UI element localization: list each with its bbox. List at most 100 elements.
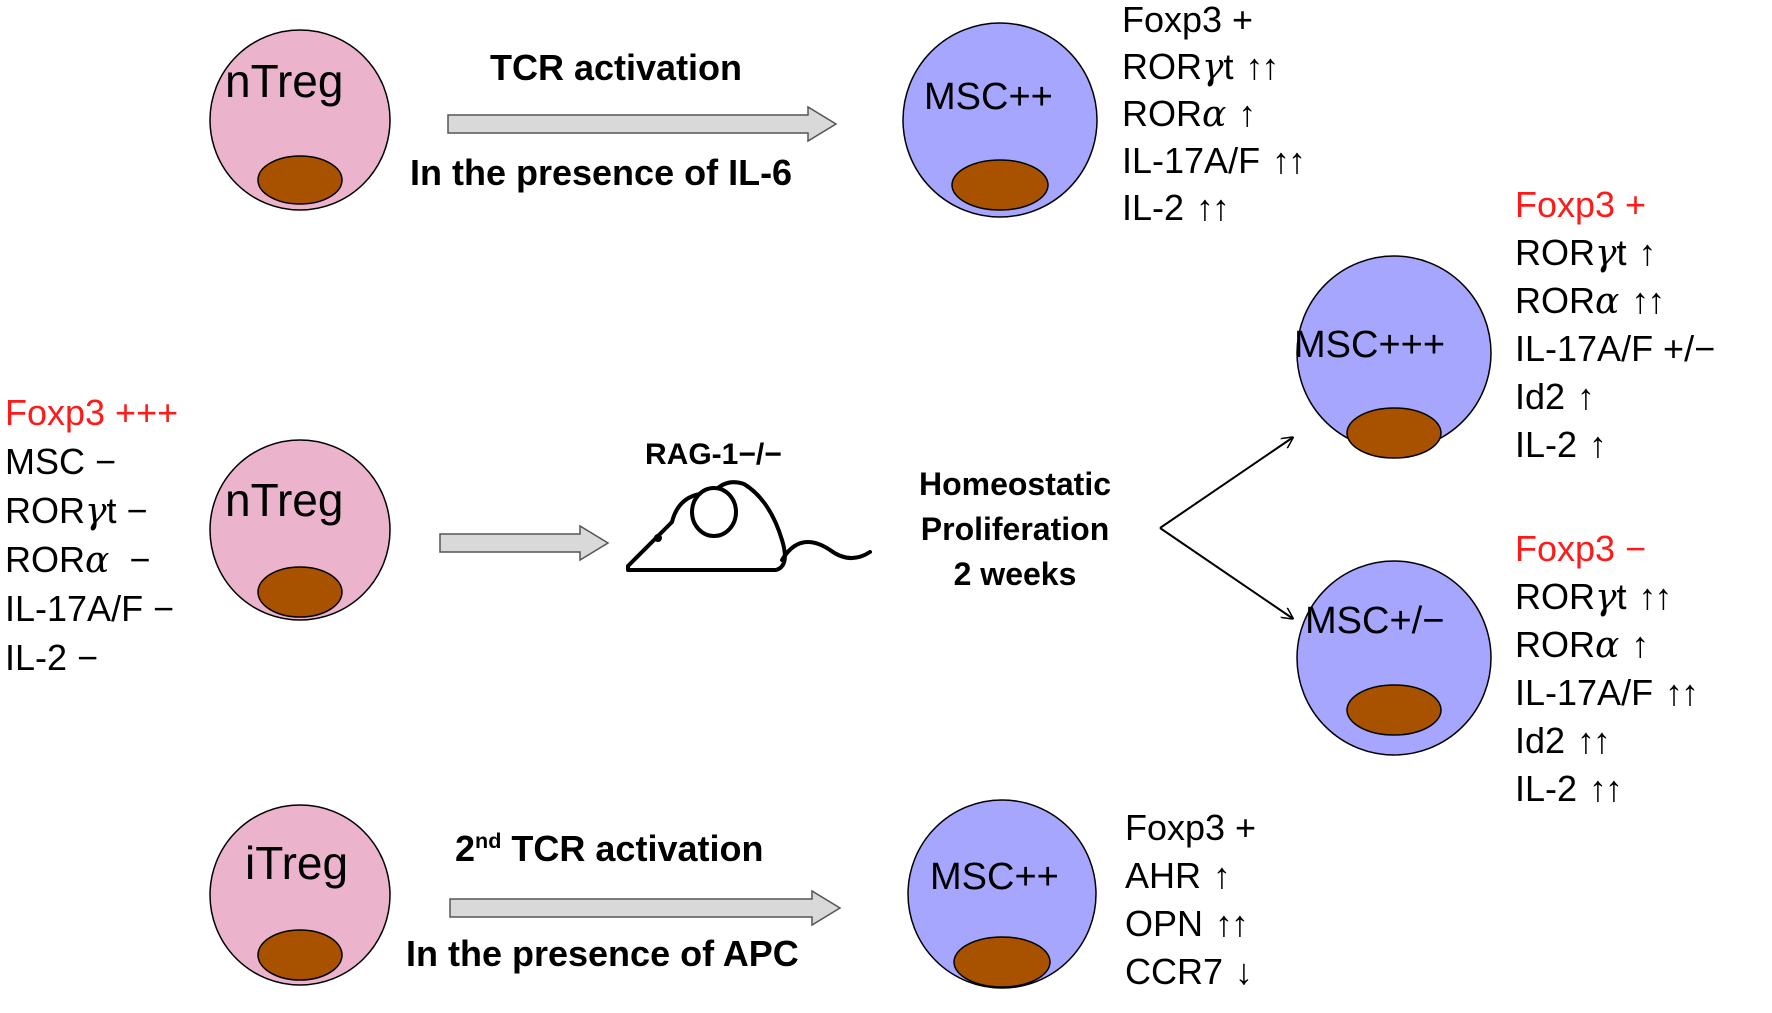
top-arrow	[447, 105, 838, 143]
marker-name: ROR	[1515, 624, 1595, 665]
msc-plusminus-label: MSC+/−	[1305, 600, 1445, 642]
process-label: Homeostatic Proliferation 2 weeks	[895, 462, 1135, 597]
marker-row: CCR7↓	[1125, 951, 1253, 992]
marker-row: IL-2 ↑↑	[1515, 768, 1623, 809]
marker-suffix: t	[1616, 232, 1627, 273]
top-msc-cell	[902, 22, 1098, 218]
bottom-msc-cell	[907, 799, 1097, 989]
marker-greek-letter: α	[1595, 625, 1620, 666]
marker-name: IL-17A/F	[1122, 140, 1261, 181]
marker-row: RORα ↑	[1122, 93, 1256, 135]
up-arrow-icon: ↑↑	[1215, 903, 1249, 944]
marker-name: Foxp3 +++	[5, 392, 179, 433]
marker-name: Foxp3 +	[1515, 184, 1647, 225]
marker-row: IL-2↑↑	[1122, 187, 1230, 228]
up-arrow-icon: ↑↑	[1638, 576, 1673, 617]
marker-name: ROR	[5, 539, 85, 580]
mouse-strain-label: RAG-1−/−	[645, 438, 782, 471]
up-arrow-icon: ↑↑	[1245, 46, 1280, 87]
marker-greek-letter: α	[1595, 281, 1620, 322]
up-arrow-icon: ↑↑	[1631, 280, 1665, 321]
marker-name: ROR	[1515, 280, 1595, 321]
up-arrow-icon: ↑↑	[1196, 187, 1230, 228]
msc-plusplusplus-label: MSC+++	[1294, 324, 1446, 366]
up-arrow-icon: ↑	[1631, 624, 1649, 665]
marker-row: RORγt −	[5, 493, 148, 530]
marker-name: Foxp3 +	[1125, 807, 1257, 848]
marker-name: IL-2	[1515, 768, 1578, 809]
marker-row: Foxp3 +	[1515, 187, 1646, 223]
up-arrow-icon: ↑↑	[1272, 140, 1306, 181]
process-line-1: Homeostatic	[918, 466, 1112, 502]
marker-suffix: t	[1223, 46, 1234, 87]
marker-name: Id2	[1515, 376, 1566, 417]
process-line-2: Proliferation	[920, 511, 1110, 547]
up-arrow-icon: ↑↑	[1665, 672, 1699, 713]
marker-row: RORα ↑↑	[1515, 280, 1665, 322]
marker-row: Foxp3 +++	[5, 395, 178, 431]
marker-row: RORα ↑	[1515, 624, 1649, 666]
down-arrow-icon: ↓	[1235, 951, 1253, 992]
bottom-arrow	[449, 889, 842, 927]
up-arrow-icon: ↑	[1213, 855, 1231, 896]
top-cell-label: nTreg	[225, 55, 344, 107]
marker-row: IL-17A/F ↑↑	[1122, 140, 1306, 181]
ordinal-number: 2	[455, 828, 476, 869]
bottom-cell-label: iTreg	[245, 837, 349, 889]
marker-greek-letter: γ	[1595, 233, 1617, 274]
up-arrow-icon: ↑↑	[1589, 768, 1623, 809]
msc-plusminus-cell	[1296, 560, 1492, 756]
marker-name: AHR	[1125, 855, 1202, 896]
marker-suffix: t −	[106, 490, 148, 531]
marker-greek-letter: α	[85, 540, 110, 581]
marker-row: OPN ↑↑	[1125, 903, 1249, 944]
process-line-3: 2 weeks	[953, 556, 1077, 592]
marker-name: OPN	[1125, 903, 1204, 944]
marker-row: RORγt↑↑	[1515, 576, 1673, 617]
up-arrow-icon: ↑	[1589, 424, 1607, 465]
top-ntreg-cell	[209, 29, 391, 211]
marker-row: IL-17A/F +/−	[1515, 331, 1715, 367]
marker-name: Foxp3 +	[1122, 0, 1254, 40]
marker-row: IL-2 ↑	[1515, 424, 1607, 465]
marker-name: ROR	[1122, 93, 1202, 134]
marker-greek-letter: γ	[1202, 47, 1224, 88]
bottom-arrow-label-activation: 2nd TCR activation	[455, 830, 763, 867]
marker-row: RORα −	[5, 542, 150, 579]
marker-name: IL-17A/F −	[5, 588, 175, 629]
activation-text: TCR activation	[501, 828, 764, 869]
marker-suffix: t	[1616, 576, 1627, 617]
marker-row: RORγt ↑↑	[1122, 46, 1280, 88]
marker-name: IL-17A/F +/−	[1515, 328, 1716, 369]
bottom-msc-label: MSC++	[930, 856, 1059, 898]
marker-name: MSC −	[5, 441, 117, 482]
marker-row: AHR ↑	[1125, 855, 1231, 896]
marker-row: Foxp3 +	[1125, 810, 1256, 846]
mouse-icon	[626, 480, 872, 572]
marker-row: IL-17A/F ↑↑	[1515, 672, 1699, 713]
middle-arrow	[439, 524, 610, 562]
up-arrow-icon: ↑	[1238, 93, 1256, 134]
marker-name: ROR	[5, 490, 85, 531]
up-arrow-icon: ↑	[1638, 232, 1657, 273]
msc-plusplusplus-cell	[1296, 255, 1492, 459]
branch-arrow-lower	[1159, 527, 1292, 618]
marker-name: IL-2 −	[5, 637, 99, 678]
up-arrow-icon: ↑↑	[1577, 720, 1611, 761]
marker-row: Id2↑↑	[1515, 720, 1611, 761]
marker-name: IL-17A/F	[1515, 672, 1654, 713]
marker-name: ROR	[1122, 46, 1202, 87]
bottom-arrow-label-condition: In the presence of APC	[406, 933, 799, 974]
middle-ntreg-cell	[209, 439, 391, 621]
marker-name: Foxp3 −	[1515, 528, 1647, 569]
marker-name: IL-2	[1515, 424, 1578, 465]
branch-arrow-upper	[1159, 438, 1292, 529]
marker-name: ROR	[1515, 232, 1595, 273]
ordinal-suffix: nd	[475, 828, 502, 853]
marker-greek-letter: α	[1202, 94, 1227, 135]
middle-cell-label: nTreg	[225, 474, 344, 526]
marker-row: RORγt ↑	[1515, 232, 1657, 274]
marker-row: MSC −	[5, 444, 116, 480]
marker-row: Foxp3 +	[1122, 2, 1253, 38]
